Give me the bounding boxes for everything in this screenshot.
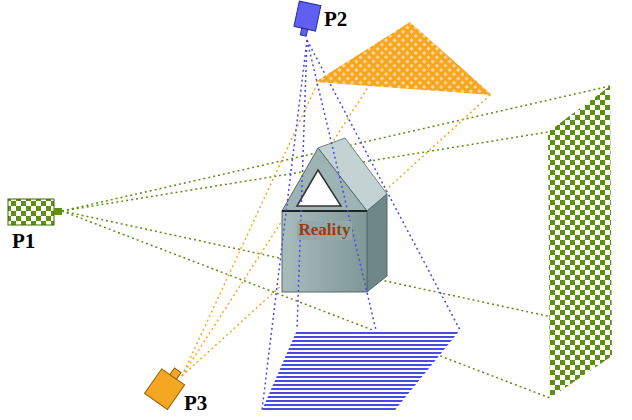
camera-label: P1 [12, 230, 35, 253]
camera-node: P2 [290, 0, 360, 42]
house-node: Reality [282, 211, 367, 292]
orange-image-plane [315, 22, 492, 95]
house-label: Reality [297, 221, 353, 240]
camera-label: P2 [324, 8, 347, 31]
green-image-plane [548, 86, 612, 398]
camera-label: P3 [184, 392, 207, 415]
camera-node: P1 [6, 196, 68, 258]
p2-rays [262, 40, 460, 410]
blue-image-plane [262, 330, 460, 410]
camera-icon [140, 362, 190, 418]
camera-node: P3 [140, 362, 220, 418]
camera-icon [6, 196, 68, 230]
house-reality [282, 138, 387, 292]
